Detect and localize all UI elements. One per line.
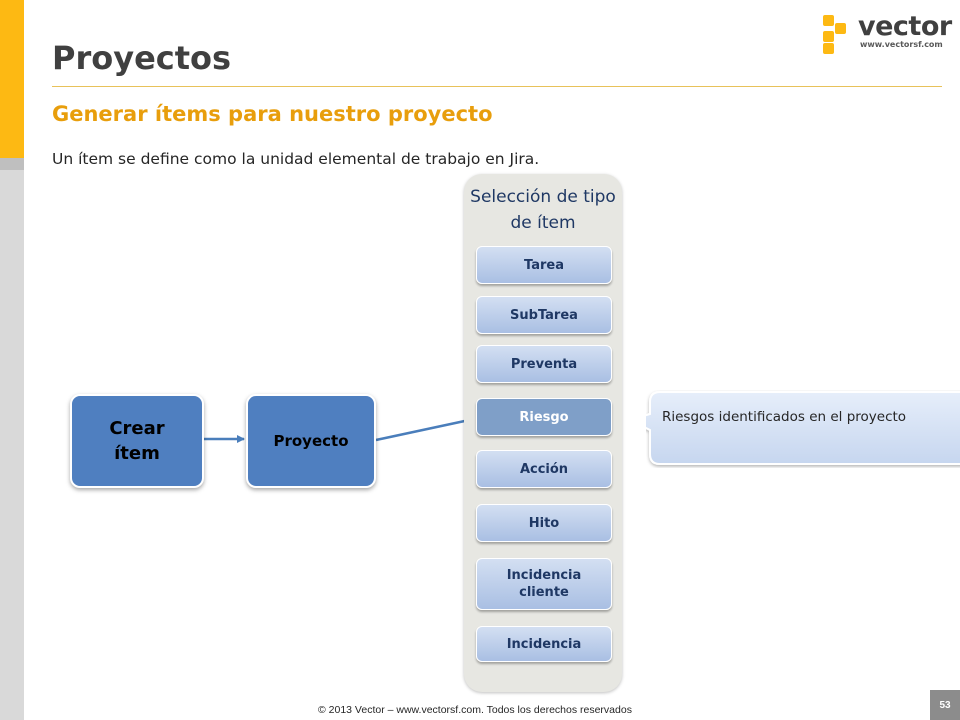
proyecto-box[interactable]: Proyecto [246, 394, 376, 488]
footer-copyright: © 2013 Vector – www.vectorsf.com. Todos … [318, 704, 632, 716]
logo-wordmark: vector [858, 11, 952, 42]
item-type-accion[interactable]: Acción [476, 450, 612, 488]
riesgo-callout [646, 390, 960, 468]
left-gray-bar [0, 158, 24, 720]
item-type-preventa[interactable]: Preventa [476, 345, 612, 383]
intro-text: Un ítem se define como la unidad element… [52, 150, 540, 168]
callout-shape [646, 391, 960, 465]
item-type-panel-title: Selección de tipo de ítem [470, 187, 616, 233]
item-type-incidencia[interactable]: Incidencia [476, 626, 612, 662]
left-accent-bar [0, 0, 24, 158]
page-title: Proyectos [52, 39, 232, 77]
item-type-hito[interactable]: Hito [476, 504, 612, 542]
title-divider [52, 86, 942, 87]
crear-item-label: Crear ítem [109, 418, 165, 464]
logo-url: www.vectorsf.com [860, 40, 943, 49]
crear-item-box[interactable]: Crear ítem [70, 394, 204, 488]
vector-logo-icon [823, 15, 846, 54]
item-type-incidencia-cliente[interactable]: Incidencia cliente [476, 558, 612, 610]
page-subtitle: Generar ítems para nuestro proyecto [52, 102, 493, 126]
page-number: 53 [930, 690, 960, 720]
callout-text: Riesgos identificados en el proyecto [662, 409, 907, 425]
item-type-riesgo[interactable]: Riesgo [476, 398, 612, 436]
item-type-tarea[interactable]: Tarea [476, 246, 612, 284]
arrow-proyecto-to-riesgo [375, 416, 475, 442]
item-type-subtarea[interactable]: SubTarea [476, 296, 612, 334]
left-bar-notch [0, 158, 24, 170]
proyecto-label: Proyecto [273, 432, 349, 450]
